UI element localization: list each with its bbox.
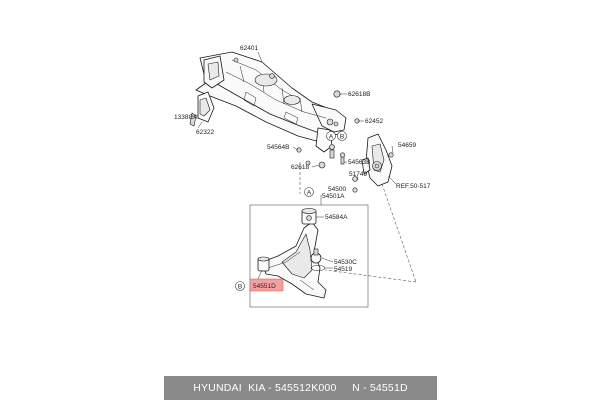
- callout-a-lower: A: [304, 187, 314, 197]
- label-54659[interactable]: 54659: [398, 142, 416, 149]
- caption-text: HYUNDAI KIA - 545512K000 N - 54551D: [193, 382, 408, 394]
- ball-joint-54530c: [310, 248, 322, 264]
- label-1338ca[interactable]: 1338CA: [174, 114, 198, 121]
- callout-b-lower: B: [235, 281, 245, 291]
- part-labels: 62401 62618B 1338CA 62452 62322 54659 54…: [174, 45, 431, 290]
- highlight-box-54551d: [249, 278, 284, 292]
- callout-b-lower-text: B: [238, 283, 242, 290]
- callout-b-upper-text: B: [340, 133, 344, 140]
- subframe-crossmember: [195, 51, 347, 153]
- label-62322[interactable]: 62322: [196, 129, 214, 136]
- callout-a-upper: A: [326, 131, 336, 141]
- bushing-54584a: [301, 208, 317, 225]
- label-54564b[interactable]: 54564B: [267, 144, 289, 151]
- label-62618[interactable]: 62618: [291, 164, 309, 171]
- label-54519[interactable]: 54519: [334, 266, 352, 273]
- lower-control-arm: [261, 221, 327, 299]
- leader-lines: [189, 51, 417, 283]
- label-51749[interactable]: 51749: [349, 171, 367, 178]
- callout-a-upper-text: A: [329, 133, 334, 140]
- bushing-54551d: [257, 256, 270, 272]
- ref-label[interactable]: REF.50-517: [396, 183, 431, 190]
- label-62618b[interactable]: 62618B: [348, 91, 370, 98]
- callout-b-upper: B: [337, 131, 347, 141]
- callout-a-lower-text: A: [307, 189, 312, 196]
- label-54500[interactable]: 54500: [328, 186, 346, 193]
- parts-diagram: A B A B 62401 62618B 1338CA 62452 62322 …: [174, 45, 431, 308]
- label-54563b[interactable]: 54563B: [348, 159, 370, 166]
- label-54584a[interactable]: 54584A: [325, 214, 348, 221]
- caption-bar: HYUNDAI KIA - 545512K000 N - 54551D: [164, 376, 437, 400]
- label-54530c[interactable]: 54530C: [334, 259, 357, 266]
- label-62401[interactable]: 62401: [240, 45, 258, 52]
- label-62452[interactable]: 62452: [365, 118, 383, 125]
- arm-assembly-frame: [249, 204, 369, 308]
- steering-knuckle: [361, 133, 394, 187]
- label-54501a[interactable]: 54501A: [322, 193, 345, 200]
- label-54551d[interactable]: 54551D: [253, 283, 276, 290]
